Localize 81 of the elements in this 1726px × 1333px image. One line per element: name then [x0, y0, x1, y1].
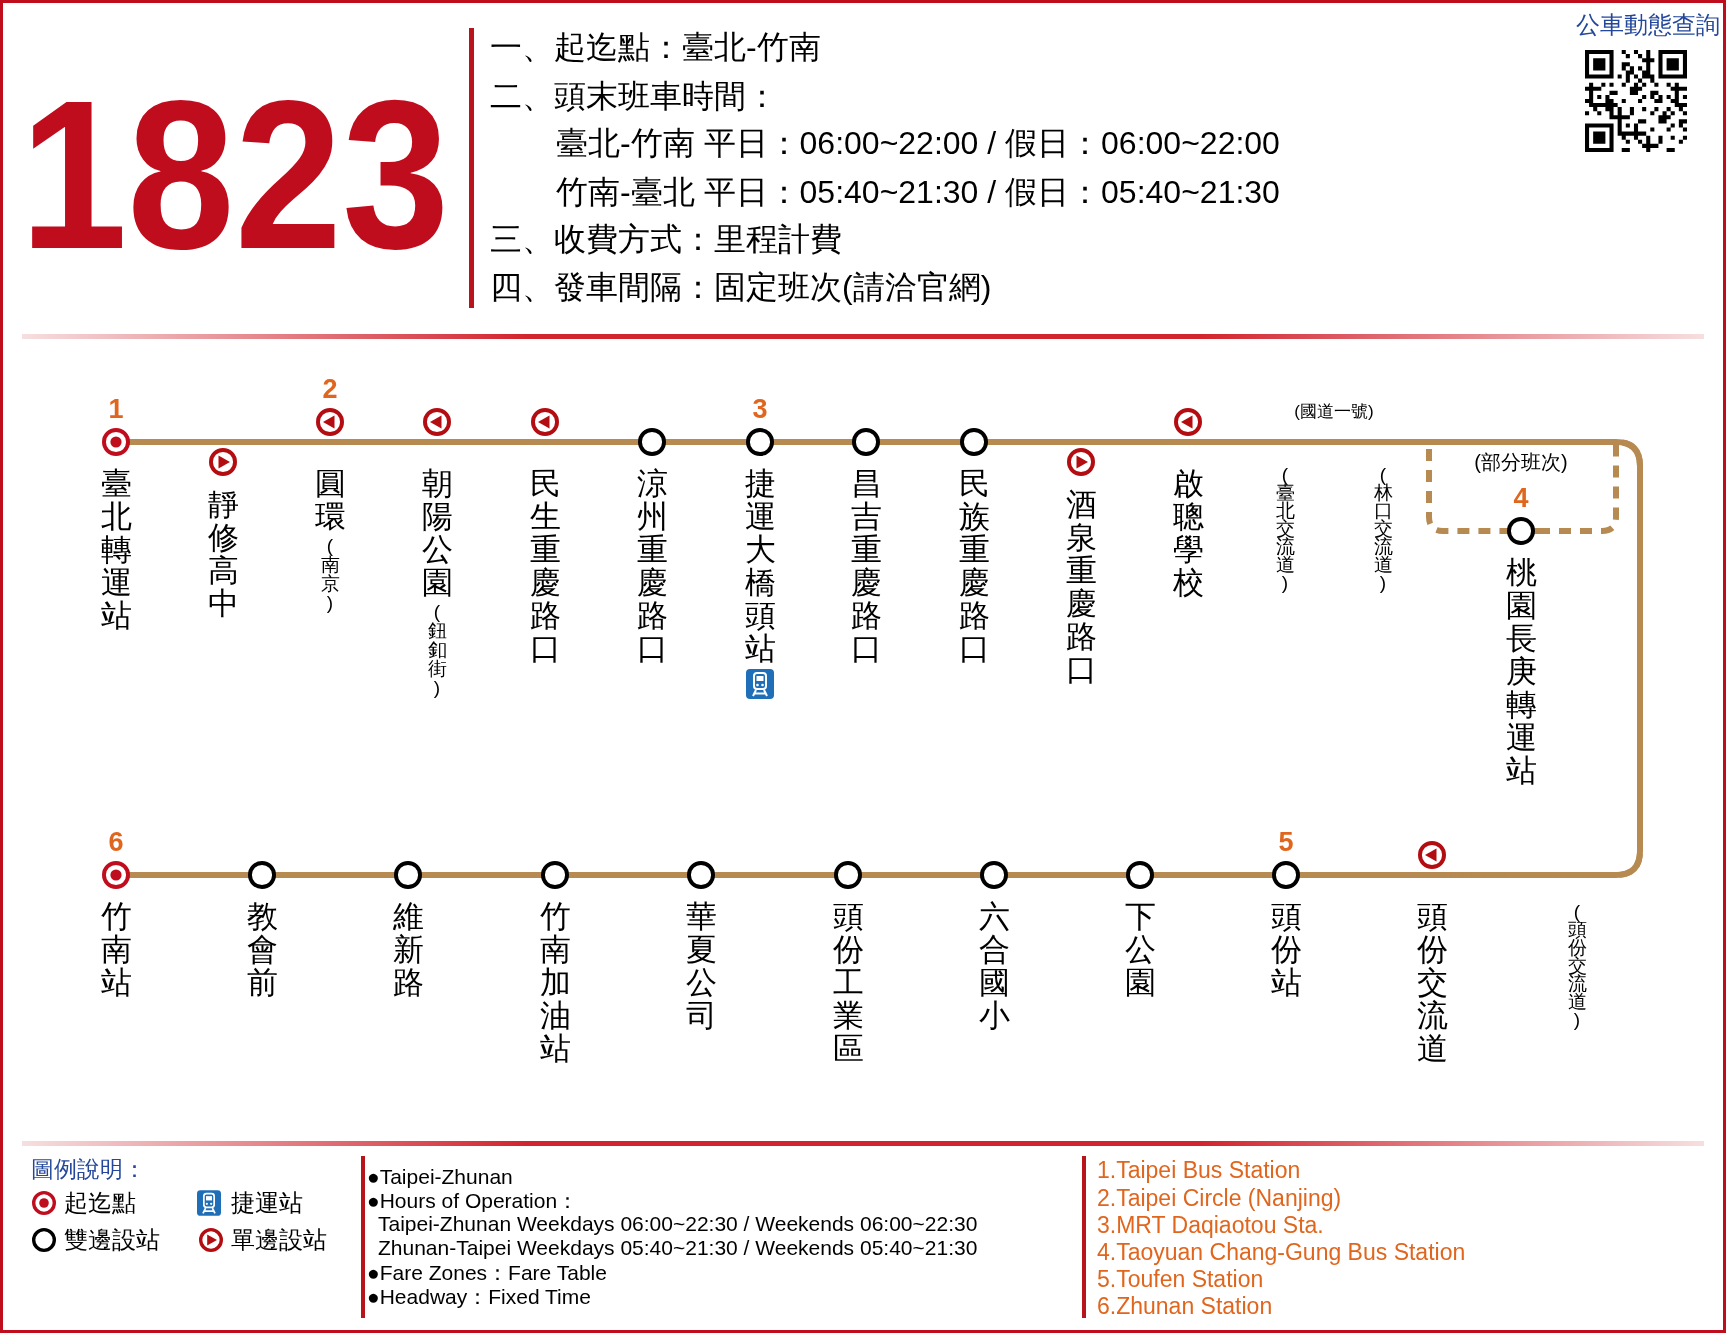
station-name: 教會前: [245, 900, 279, 999]
route-line: [1098, 439, 1171, 445]
info-text: ●Fare Zones：Fare Table: [367, 1261, 607, 1285]
qr-caption: 公車動態查詢: [1576, 11, 1720, 39]
station-name: 臺北轉運站: [99, 467, 133, 632]
route-line: [454, 439, 528, 445]
station-name: 圓環: [313, 467, 347, 533]
station-name: 桃園長庚轉運站: [1504, 556, 1538, 787]
list-item: 4.Taoyuan Chang-Gung Bus Station: [1097, 1238, 1466, 1266]
station-name: 華夏公司: [684, 900, 718, 1032]
info-text: Zhunan-Taipei Weekdays 05:40~21:30 / Weekends 05:40~21:30: [378, 1236, 978, 1260]
station-note: (南京): [319, 536, 341, 612]
info-text: ●Headway：Fixed Time: [367, 1285, 591, 1309]
info-text: 二、頭末班車時間：: [490, 77, 778, 116]
road-note: (國道一號): [1294, 402, 1374, 422]
station-name: 民生重慶路口: [528, 467, 562, 665]
info-text: 竹南-臺北 平日：05:40~21:30 / 假日：05:40~21:30: [556, 173, 1280, 212]
callout-number: 4: [1513, 484, 1529, 512]
list-item: 2.Taipei Circle (Nanjing): [1097, 1184, 1342, 1212]
station-name: 酒泉重慶路口: [1064, 488, 1098, 686]
route-line: [279, 872, 391, 878]
route-line: [240, 439, 313, 445]
callout-number: 3: [752, 395, 768, 423]
info-text: 三、收費方式：里程計費: [490, 220, 842, 259]
legend-text: 捷運站: [231, 1188, 303, 1218]
station-name: 下公園: [1123, 900, 1157, 999]
route-line: [1011, 872, 1123, 878]
route-line: [347, 439, 420, 445]
route-line: [718, 872, 831, 878]
legend-text: 起迄點: [64, 1188, 136, 1218]
route-line: [425, 872, 538, 878]
legend-text: 雙邊設站: [64, 1225, 160, 1255]
route-number: 1823: [20, 69, 450, 282]
station-name: 頭份工業區: [831, 900, 865, 1065]
route-note: (部分班次): [1474, 450, 1568, 474]
station-name: 朝陽公園: [420, 467, 454, 599]
station-name: 民族重慶路口: [957, 467, 991, 665]
info-text: 一、起迄點：臺北-竹南: [490, 28, 821, 67]
info-text: 臺北-竹南 平日：06:00~22:00 / 假日：06:00~22:00: [556, 124, 1280, 163]
callout-number: 5: [1278, 828, 1294, 856]
station-name: 頭份交流道: [1415, 900, 1449, 1065]
station-name: 頭份站: [1269, 900, 1303, 999]
legend-text: 單邊設站: [231, 1225, 327, 1255]
legend-title: 圖例說明：: [31, 1155, 146, 1183]
station-name: 啟聰學校: [1171, 467, 1205, 599]
station-note: (鈕釦街): [426, 602, 448, 697]
route-line: [1157, 872, 1269, 878]
station-name: 昌吉重慶路口: [849, 467, 883, 665]
station-name: 涼州重慶路口: [635, 467, 669, 665]
station-name: 竹南加油站: [538, 900, 572, 1065]
route-line: [1449, 439, 1643, 878]
list-item: 1.Taipei Bus Station: [1097, 1156, 1301, 1184]
road-note: (臺北交流道): [1274, 466, 1296, 592]
info-text: 四、發車間隔：固定班次(請洽官網): [490, 268, 992, 307]
route-line: [1205, 439, 1504, 534]
list-item: 3.MRT Daqiaotou Sta.: [1097, 1211, 1324, 1239]
callout-number: 1: [108, 395, 124, 423]
station-name: 六合國小: [977, 900, 1011, 1032]
info-text: ●Taipei-Zhunan: [367, 1165, 513, 1189]
route-line: [777, 439, 849, 445]
road-note: (頭份交流道): [1566, 903, 1588, 1029]
route-line: [883, 439, 957, 445]
route-line: [669, 439, 743, 445]
info-text: Taipei-Zhunan Weekdays 06:00~22:30 / Weekends 06:00~22:30: [378, 1212, 978, 1236]
route-line: [991, 439, 1064, 445]
station-name: 維新路: [391, 900, 425, 999]
station-name: 竹南站: [99, 900, 133, 999]
road-note: (林口交流道): [1372, 466, 1394, 592]
callout-number: 2: [322, 375, 338, 403]
list-item: 5.Toufen Station: [1097, 1265, 1264, 1293]
list-item: 6.Zhunan Station: [1097, 1292, 1273, 1320]
route-line: [1303, 872, 1415, 878]
route-line: [562, 439, 635, 445]
info-text: ●Hours of Operation：: [367, 1189, 579, 1213]
route-line: [133, 439, 206, 445]
route-line: [865, 872, 977, 878]
route-line: [572, 872, 684, 878]
station-name: 靜修高中: [206, 488, 240, 620]
callout-number: 6: [108, 828, 124, 856]
station-name: 捷運大橋頭站: [743, 467, 777, 665]
route-line: [133, 872, 245, 878]
